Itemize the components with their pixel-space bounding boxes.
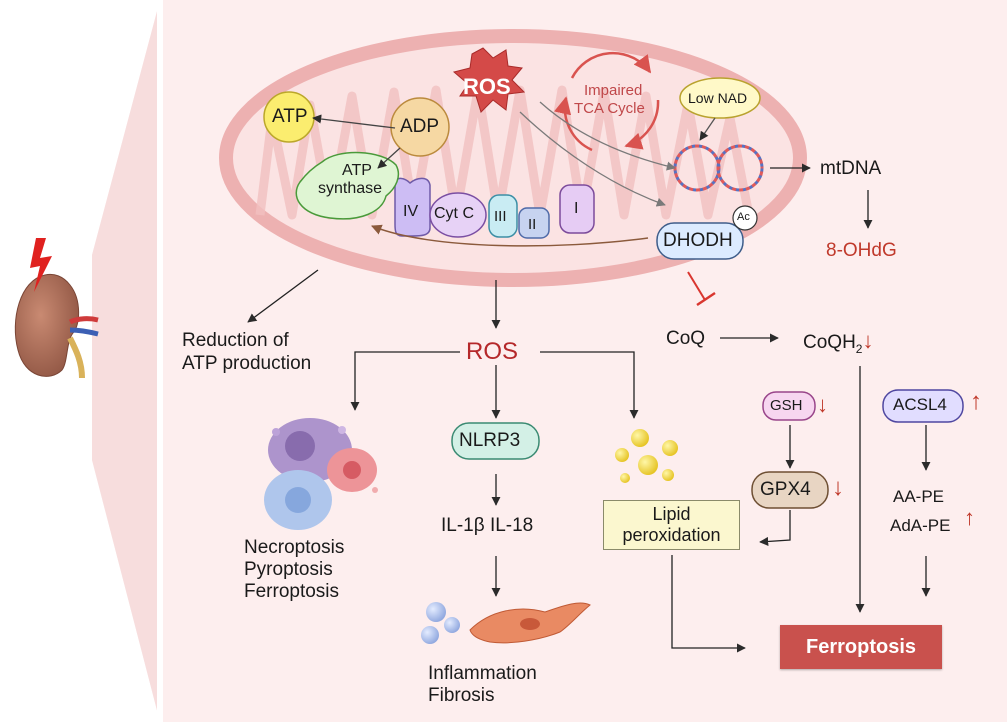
complex-iv-label: IV	[403, 203, 419, 220]
dhodh-label: DHODH	[663, 230, 733, 251]
coqh2-down-arrow: ↓	[862, 328, 874, 353]
inflammation-label: Inflammation	[428, 663, 537, 684]
gsh-label: GSH	[770, 397, 803, 414]
adp-label: ADP	[400, 116, 440, 137]
complex-i-label: I	[574, 200, 579, 217]
necroptosis-label: Necroptosis	[244, 537, 345, 558]
lipid-label-line2: peroxidation	[622, 525, 721, 545]
fibrosis-label: Fibrosis	[428, 685, 495, 706]
atp-synthase-label-line1: ATP	[342, 162, 372, 179]
ada-pe-up-arrow: ↑	[964, 505, 975, 530]
tca-label-line2: TCA Cycle	[574, 100, 645, 117]
gpx4-label: GPX4	[760, 479, 811, 500]
kidney-illustration	[14, 238, 99, 379]
gsh-down-arrow: ↓	[817, 392, 828, 417]
8-ohdg-label: 8-OHdG	[826, 240, 897, 261]
nlrp3-label: NLRP3	[459, 430, 521, 451]
low-nad-label: Low NAD	[688, 90, 748, 106]
mtdna-label: mtDNA	[820, 158, 882, 179]
coqh2-text: CoQH	[803, 332, 856, 353]
cell-death-illustration	[264, 418, 378, 530]
reduction-label-line1: Reduction of	[182, 330, 289, 351]
electron-transport-chain	[394, 177, 595, 239]
cyt-c-label: Cyt C	[434, 205, 474, 222]
acsl4-up-arrow: ↑	[970, 388, 982, 415]
ros-star-shape	[452, 47, 526, 113]
lipid-peroxidation-box: Lipid peroxidation	[603, 500, 740, 550]
reduction-label-line2: ATP production	[182, 353, 312, 374]
lipid-label-line1: Lipid	[652, 504, 691, 524]
gpx4-down-arrow: ↓	[832, 474, 844, 501]
ros-star-label: ROS	[463, 74, 511, 99]
lipid-droplets-icon	[615, 429, 678, 483]
aa-pe-label: AA-PE	[893, 487, 945, 506]
tca-cycle-arrows	[554, 51, 660, 152]
atp-synthase-shape	[295, 151, 400, 220]
acsl4-label: ACSL4	[893, 395, 947, 414]
coq-label: CoQ	[666, 328, 706, 349]
ac-badge-label: Ac	[737, 211, 750, 223]
ferroptosis-box: Ferroptosis	[780, 625, 942, 669]
complex-ii-label: II	[528, 216, 537, 233]
coqh2-label: CoQH2↓	[803, 328, 873, 356]
tca-label-line1: Impaired	[584, 82, 643, 99]
atp-label: ATP	[272, 106, 308, 127]
fibrosis-illustration	[421, 602, 591, 644]
ada-pe-label: AdA-PE	[890, 516, 951, 535]
atp-synthase-label-line2: synthase	[318, 180, 383, 197]
pyroptosis-label: Pyroptosis	[244, 559, 333, 580]
ferroptosis-cell-label: Ferroptosis	[244, 581, 340, 602]
coqh2-subscript: 2	[855, 341, 863, 356]
il-label: IL-1β IL-18	[441, 515, 534, 536]
ros-center-label: ROS	[466, 338, 519, 365]
complex-iii-label: III	[494, 208, 507, 225]
